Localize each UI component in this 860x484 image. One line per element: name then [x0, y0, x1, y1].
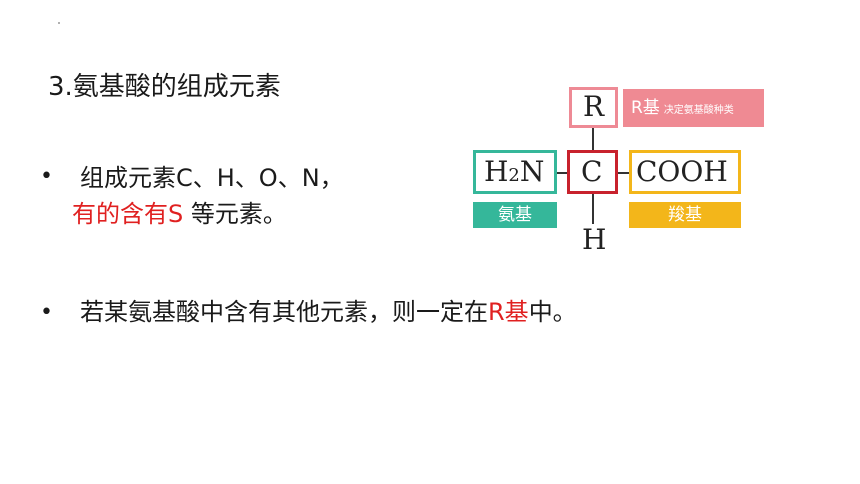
amino-subscript: 2	[508, 165, 520, 186]
bullet-1-line-2: 有的含有S 等元素。	[72, 198, 287, 230]
r-symbol: R	[583, 90, 605, 123]
bullet-marker: •	[40, 164, 53, 189]
central-carbon-box	[567, 150, 618, 194]
r-group-box	[569, 87, 618, 128]
r-group-label-note: 决定氨基酸种类	[663, 105, 734, 116]
amino-n: N	[519, 155, 545, 188]
h-symbol: H	[582, 223, 607, 256]
carboxyl-formula: COOH	[636, 155, 728, 188]
bullet-1-rest-text: 等元素。	[183, 200, 287, 228]
carboxyl-group-label: 羧基	[629, 202, 741, 228]
c-symbol: C	[581, 155, 603, 188]
amino-group-label: 氨基	[473, 202, 557, 228]
bullet-2-text-before: 若某氨基酸中含有其他元素，则一定在	[80, 298, 488, 326]
carboxyl-group-box	[629, 150, 741, 194]
bullet-1-line-1: 组成元素C、H、O、N，	[80, 164, 344, 192]
bond-c-h	[592, 194, 594, 224]
amino-h: H	[484, 155, 509, 188]
bond-r-c	[592, 128, 594, 150]
r-group-label: R基决定氨基酸种类	[623, 89, 764, 127]
bullet-marker: •	[40, 300, 53, 325]
bullet-2-text-after: 中。	[528, 298, 577, 326]
slide-title: 3.氨基酸的组成元素	[48, 72, 281, 102]
amino-group-box	[473, 150, 557, 194]
amino-formula: H2N	[484, 156, 544, 192]
r-group-label-main: R基	[631, 98, 660, 118]
bullet-1-red-text: 有的含有S	[72, 200, 184, 228]
bond-n-c	[557, 172, 567, 174]
bullet-2-red-text: R基	[488, 298, 529, 326]
decorative-dot	[58, 22, 60, 24]
bond-c-cooh	[618, 172, 629, 174]
bullet-2-text: 若某氨基酸中含有其他元素，则一定在R基中。	[80, 296, 577, 328]
